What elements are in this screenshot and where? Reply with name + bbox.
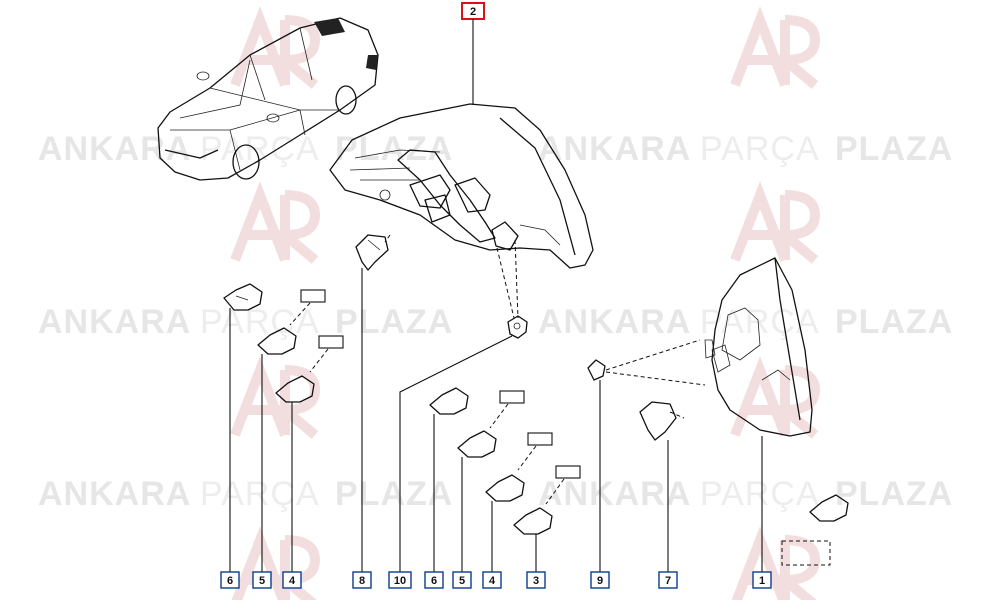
bulb-mid-4 (485, 474, 525, 502)
part-label[interactable]: 7 (658, 571, 678, 589)
watermark-logo (730, 356, 821, 439)
dash-arrow (309, 348, 329, 373)
dash-arrow (669, 411, 685, 419)
watermark-logo (730, 6, 821, 89)
tail-lamp-outer (704, 257, 813, 437)
watermark-word-ankara: ANKARA (38, 475, 191, 513)
watermark-logo (230, 356, 321, 439)
watermark-word-ankara: ANKARA (538, 130, 691, 168)
part-label-text: 9 (597, 575, 603, 587)
watermark-word-parca: PARÇA (200, 303, 320, 341)
dash-arrow (545, 478, 565, 505)
bulb-mid-5 (457, 430, 497, 458)
bulb-left-4 (275, 375, 315, 403)
part-label[interactable]: 8 (352, 571, 372, 589)
part-label-text: 6 (227, 575, 233, 587)
part-label[interactable]: 4 (282, 571, 302, 589)
clip (507, 315, 528, 339)
part-label[interactable]: 6 (220, 571, 240, 589)
part-label-text: 4 (289, 575, 296, 587)
part-label-text: 8 (359, 575, 365, 587)
watermark-word-parca: PARÇA (700, 130, 820, 168)
car-thumbnail (157, 17, 379, 181)
header-part-label[interactable]: 2 (461, 2, 485, 20)
part-label[interactable]: 4 (482, 571, 502, 589)
bulb-socket (355, 234, 389, 271)
bulb-rect (300, 289, 326, 303)
dashed-box (781, 540, 831, 566)
leader-line (399, 335, 513, 572)
dash-arrow (489, 403, 509, 429)
watermark-word-plaza: PLAZA (835, 303, 953, 341)
part-label[interactable]: 6 (424, 571, 444, 589)
tail-lamp-inner (329, 103, 594, 269)
watermark-logo (231, 526, 321, 600)
watermark-word-plaza: PLAZA (335, 475, 453, 513)
part-label-text: 5 (459, 575, 465, 587)
watermark-word-ankara: ANKARA (538, 303, 691, 341)
watermark-word-ankara: ANKARA (38, 303, 191, 341)
part-label[interactable]: 5 (452, 571, 472, 589)
dash-arrow (517, 445, 537, 471)
dash-arrow (605, 339, 701, 371)
bulb-mid-3 (513, 507, 553, 535)
watermark-word-plaza: PLAZA (835, 475, 953, 513)
watermark-word-plaza: PLAZA (835, 130, 953, 168)
bulb-rect (555, 465, 581, 479)
bulb-bottom-right (809, 494, 849, 522)
part-label-text: 5 (259, 575, 265, 587)
watermark-logo (731, 526, 821, 600)
screw (587, 359, 606, 381)
part-label[interactable]: 5 (252, 571, 272, 589)
watermark-word-parca: PARÇA (200, 475, 320, 513)
part-label-text: 7 (665, 575, 671, 587)
watermark-word-plaza: PLAZA (335, 303, 453, 341)
dash-arrow (289, 302, 311, 326)
bulb-mid-6 (429, 387, 469, 415)
watermark-logo (230, 6, 321, 89)
part-label-text: 4 (489, 575, 496, 587)
part-label[interactable]: 10 (388, 571, 412, 589)
watermark-layer: ANKARA PARÇA PLAZA ANKARA PARÇA PLAZA AN… (38, 6, 953, 600)
dash-arrow (496, 247, 515, 319)
part-label[interactable]: 9 (590, 571, 610, 589)
watermark-word-ankara: ANKARA (538, 475, 691, 513)
part-label-text: 10 (394, 575, 406, 587)
watermark-word-parca: PARÇA (700, 475, 820, 513)
bulb-rect (527, 432, 553, 446)
watermark-word-plaza: PLAZA (335, 130, 453, 168)
part-label[interactable]: 1 (752, 571, 772, 589)
watermark-logo (730, 181, 821, 264)
rear-lamp-highlight (314, 18, 345, 36)
part-label-text: 6 (431, 575, 437, 587)
bulb-left-5 (257, 327, 297, 355)
bulb-rect (318, 335, 344, 349)
bulb-rect (499, 390, 525, 404)
dash-arrow (514, 239, 519, 319)
dash-arrow (605, 371, 706, 386)
socket-right (639, 401, 677, 441)
part-label-text: 1 (759, 575, 765, 587)
watermark-word-ankara: ANKARA (38, 130, 191, 168)
part-label-text: 3 (533, 575, 539, 587)
part-label[interactable]: 3 (526, 571, 546, 589)
watermark-word-parca: PARÇA (200, 130, 320, 168)
header-part-number: 2 (470, 6, 476, 18)
rear-lamp-highlight (366, 55, 378, 70)
watermark-logo (230, 181, 321, 264)
bulb-left-6 (223, 283, 263, 311)
